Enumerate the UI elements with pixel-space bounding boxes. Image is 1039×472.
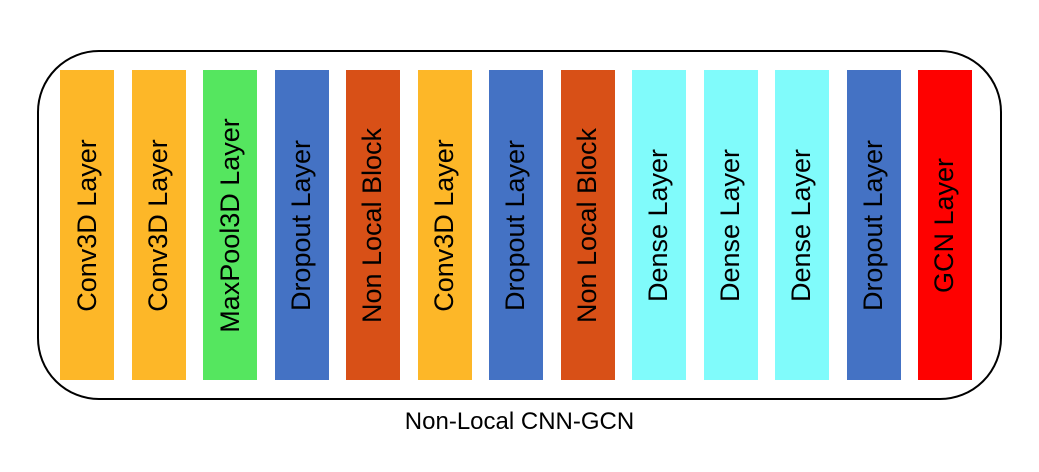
layer-bar: Conv3D Layer xyxy=(131,70,186,380)
layer-label: Dense Layer xyxy=(715,148,745,302)
layer-label: Non Local Block xyxy=(572,127,603,323)
layer-label: Dropout Layer xyxy=(858,139,889,311)
layer-bar: Conv3D Layer xyxy=(60,70,114,380)
layer-bar: GCN Layer xyxy=(918,70,972,380)
layer-bar: Non Local Block xyxy=(346,70,400,380)
layer-bar: Dropout Layer xyxy=(489,70,543,380)
layer-label: GCN Layer xyxy=(929,157,960,293)
layer-label: Non Local Block xyxy=(357,127,388,323)
layer-label: Conv3D Layer xyxy=(143,138,173,312)
layer-label: MaxPool3D Layer xyxy=(214,117,245,333)
layer-bar: Dropout Layer xyxy=(846,70,901,380)
layer-bar: Non Local Block xyxy=(560,70,615,380)
layer-bar: Dense Layer xyxy=(775,70,829,380)
layer-bar: Dense Layer xyxy=(703,70,758,380)
layer-bar: MaxPool3D Layer xyxy=(203,70,257,380)
layer-label: Dense Layer xyxy=(786,148,817,302)
figure-caption: Non-Local CNN-GCN xyxy=(404,408,635,435)
layer-bar: Dense Layer xyxy=(632,70,686,380)
layer-label: Dense Layer xyxy=(643,148,674,302)
layer-label: Dropout Layer xyxy=(500,139,531,311)
layer-label: Conv3D Layer xyxy=(71,138,102,312)
layer-label: Conv3D Layer xyxy=(429,138,459,312)
layer-label: Dropout Layer xyxy=(286,139,317,311)
architecture-box: Conv3D Layer Conv3D Layer MaxPool3D Layer D… xyxy=(37,50,1002,400)
layer-bar: Dropout Layer xyxy=(274,70,329,380)
layer-bar: Conv3D Layer xyxy=(417,70,472,380)
